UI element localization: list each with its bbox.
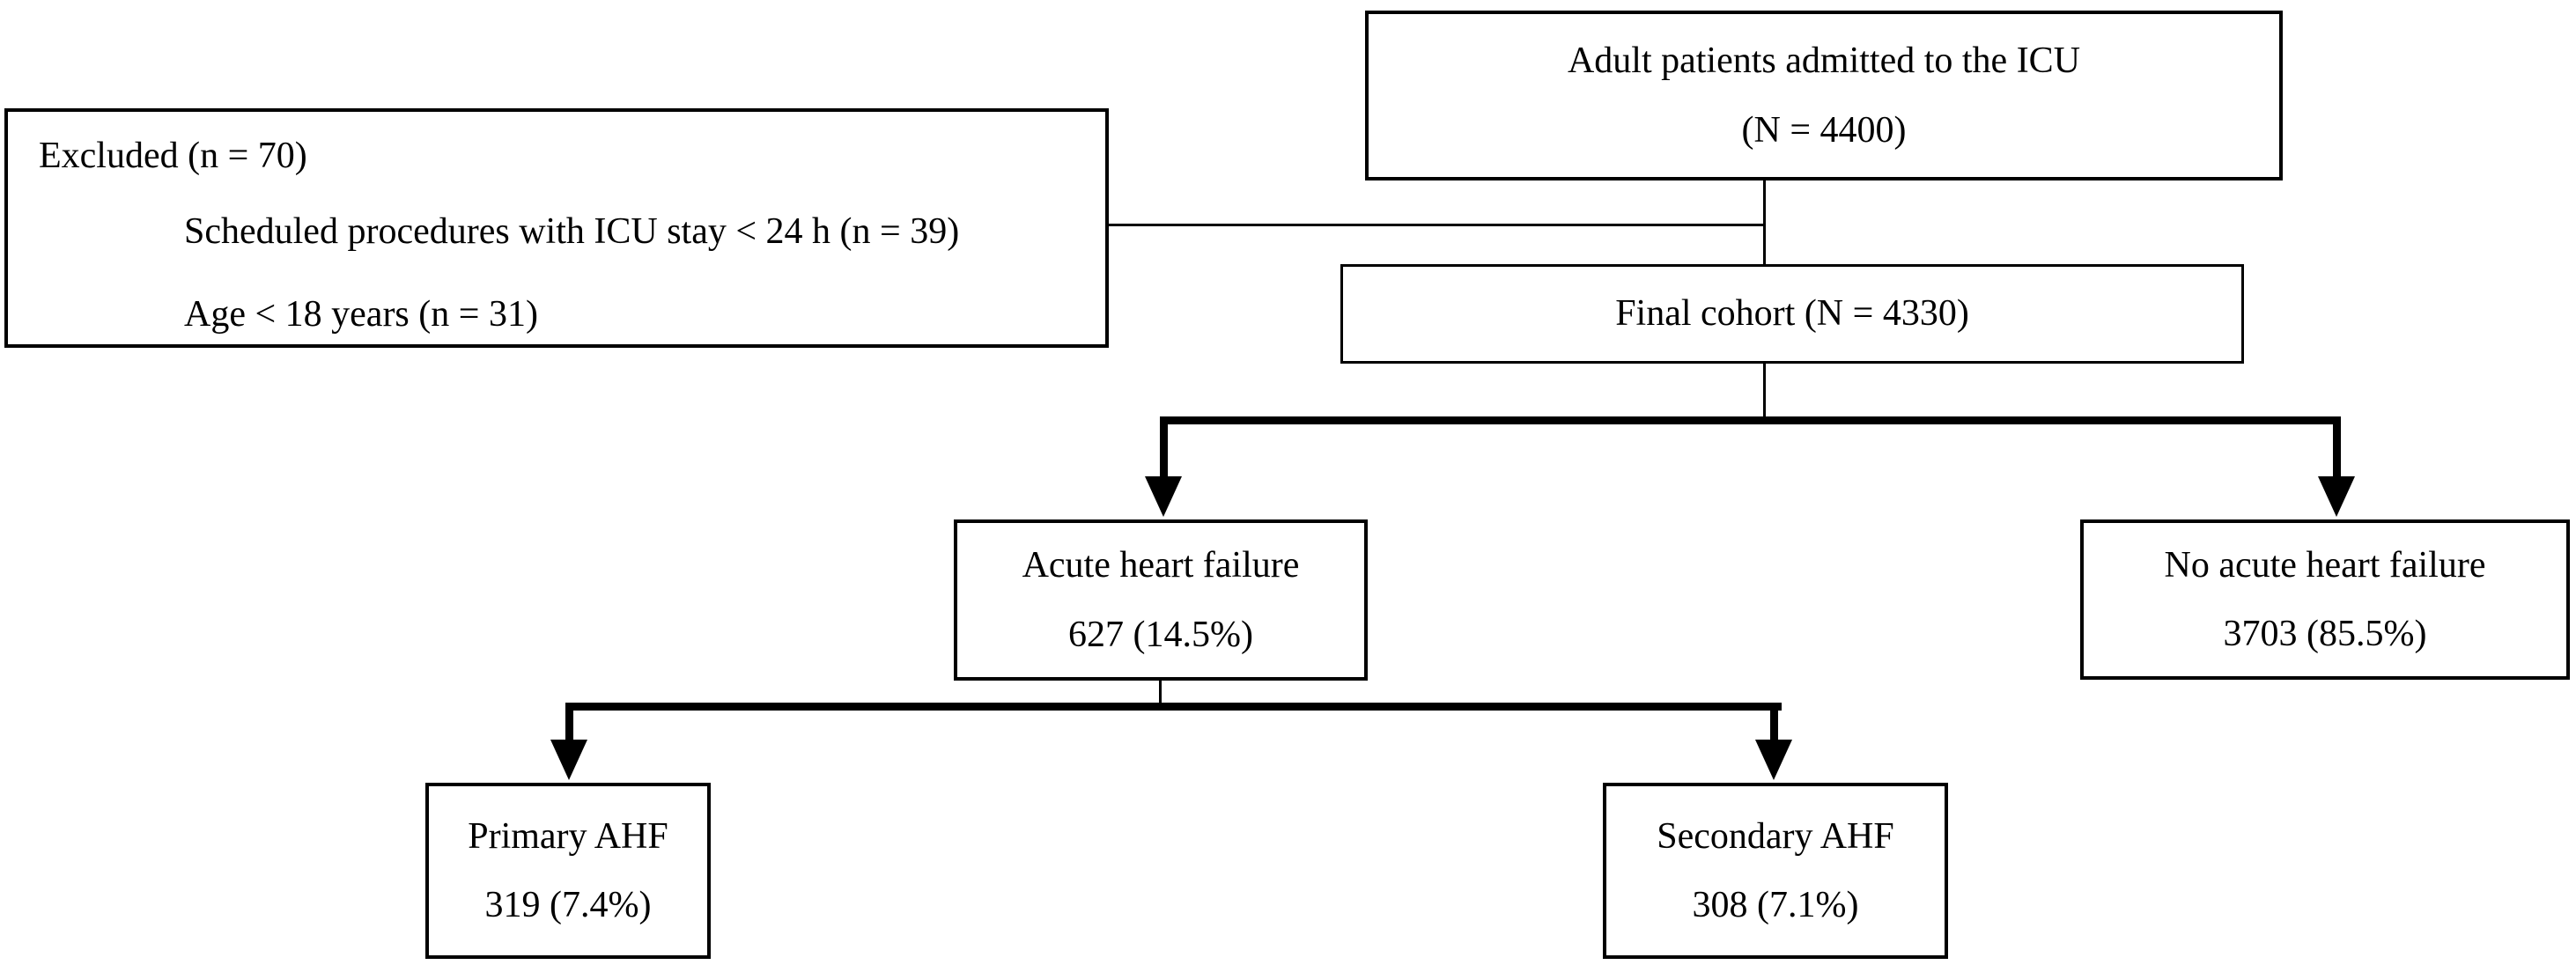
arrowhead-ahf-icon bbox=[1145, 476, 1182, 517]
no-ahf-label: No acute heart failure bbox=[2164, 544, 2486, 586]
arrowhead-secondary-ahf-icon bbox=[1755, 740, 1792, 780]
ahf-label: Acute heart failure bbox=[1022, 545, 1300, 586]
admitted-box: Adult patients admitted to the ICU (N = … bbox=[1365, 11, 2283, 180]
primary-ahf-count: 319 (7.4%) bbox=[484, 885, 652, 925]
ahf-count: 627 (14.5%) bbox=[1068, 614, 1253, 655]
excluded-item-scheduled: Scheduled procedures with ICU stay < 24 … bbox=[184, 211, 960, 252]
admitted-count: (N = 4400) bbox=[1741, 109, 1907, 151]
secondary-ahf-label: Secondary AHF bbox=[1657, 815, 1894, 857]
arrowhead-primary-ahf-icon bbox=[550, 740, 587, 780]
admitted-label: Adult patients admitted to the ICU bbox=[1567, 41, 2081, 81]
primary-ahf-label: Primary AHF bbox=[468, 815, 668, 857]
branch-level3-left-vertical bbox=[565, 703, 573, 747]
arrowhead-no-ahf-icon bbox=[2318, 476, 2355, 517]
branch-level3-right-vertical bbox=[1770, 703, 1778, 747]
connector-ahf-to-branch-vertical bbox=[1159, 679, 1162, 706]
branch-level2-right-vertical bbox=[2333, 416, 2341, 480]
final-cohort-label: Final cohort (N = 4330) bbox=[1615, 293, 1969, 335]
excluded-box: Excluded (n = 70) Scheduled procedures w… bbox=[4, 108, 1109, 348]
no-ahf-count: 3703 (85.5%) bbox=[2223, 614, 2427, 654]
secondary-ahf-count: 308 (7.1%) bbox=[1692, 885, 1859, 925]
excluded-title: Excluded (n = 70) bbox=[39, 136, 307, 176]
primary-ahf-box: Primary AHF 319 (7.4%) bbox=[425, 783, 711, 959]
no-ahf-box: No acute heart failure 3703 (85.5%) bbox=[2080, 519, 2570, 680]
branch-level3-horizontal bbox=[565, 703, 1782, 711]
secondary-ahf-box: Secondary AHF 308 (7.1%) bbox=[1603, 783, 1948, 959]
ahf-box: Acute heart failure 627 (14.5%) bbox=[954, 519, 1368, 681]
connector-final-to-branch-vertical bbox=[1763, 362, 1766, 420]
final-cohort-box: Final cohort (N = 4330) bbox=[1340, 264, 2244, 364]
branch-level2-left-vertical bbox=[1160, 416, 1168, 480]
connector-admitted-to-final-vertical bbox=[1763, 179, 1766, 266]
branch-level2-horizontal bbox=[1160, 416, 2341, 424]
excluded-item-age: Age < 18 years (n = 31) bbox=[184, 294, 538, 335]
connector-excluded-horizontal bbox=[1106, 224, 1766, 226]
